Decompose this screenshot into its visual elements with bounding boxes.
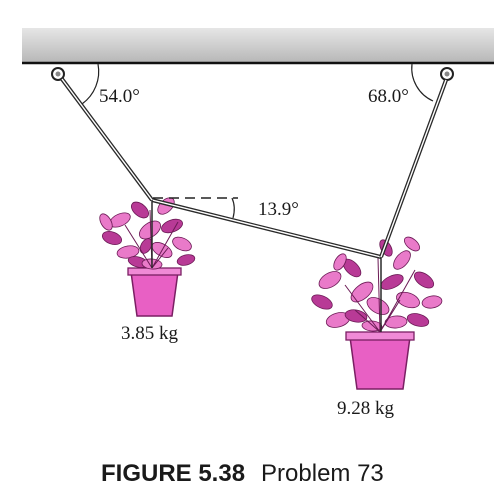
- right-upper-rope: [379, 79, 448, 258]
- middle-angle-label: 13.9°: [258, 199, 299, 220]
- left-mass-label: 3.85 kg: [121, 323, 179, 344]
- figure-caption: FIGURE 5.38 Problem 73: [101, 460, 384, 487]
- right-pot: [349, 336, 411, 390]
- left-angle-arc: [81, 63, 100, 105]
- middle-rope: [151, 198, 382, 259]
- left-upper-rope: [60, 77, 154, 202]
- left-plant: [99, 197, 196, 317]
- right-pot-rim: [345, 331, 415, 341]
- right-foliage: [311, 236, 443, 333]
- left-angle-label: 54.0°: [99, 86, 140, 107]
- left-foliage: [99, 197, 196, 270]
- right-hook-icon: [440, 67, 454, 81]
- middle-angle-arc: [231, 197, 235, 219]
- ceiling: [22, 28, 494, 62]
- left-hook-icon: [51, 67, 65, 81]
- left-pot: [130, 271, 179, 317]
- right-angle-label: 68.0°: [368, 86, 409, 107]
- right-angle-arc: [411, 63, 434, 102]
- figure-caption-text: Problem 73: [261, 460, 384, 487]
- right-mass-label: 9.28 kg: [337, 398, 395, 419]
- right-plant: [311, 236, 443, 390]
- figure-number: FIGURE 5.38: [101, 460, 245, 487]
